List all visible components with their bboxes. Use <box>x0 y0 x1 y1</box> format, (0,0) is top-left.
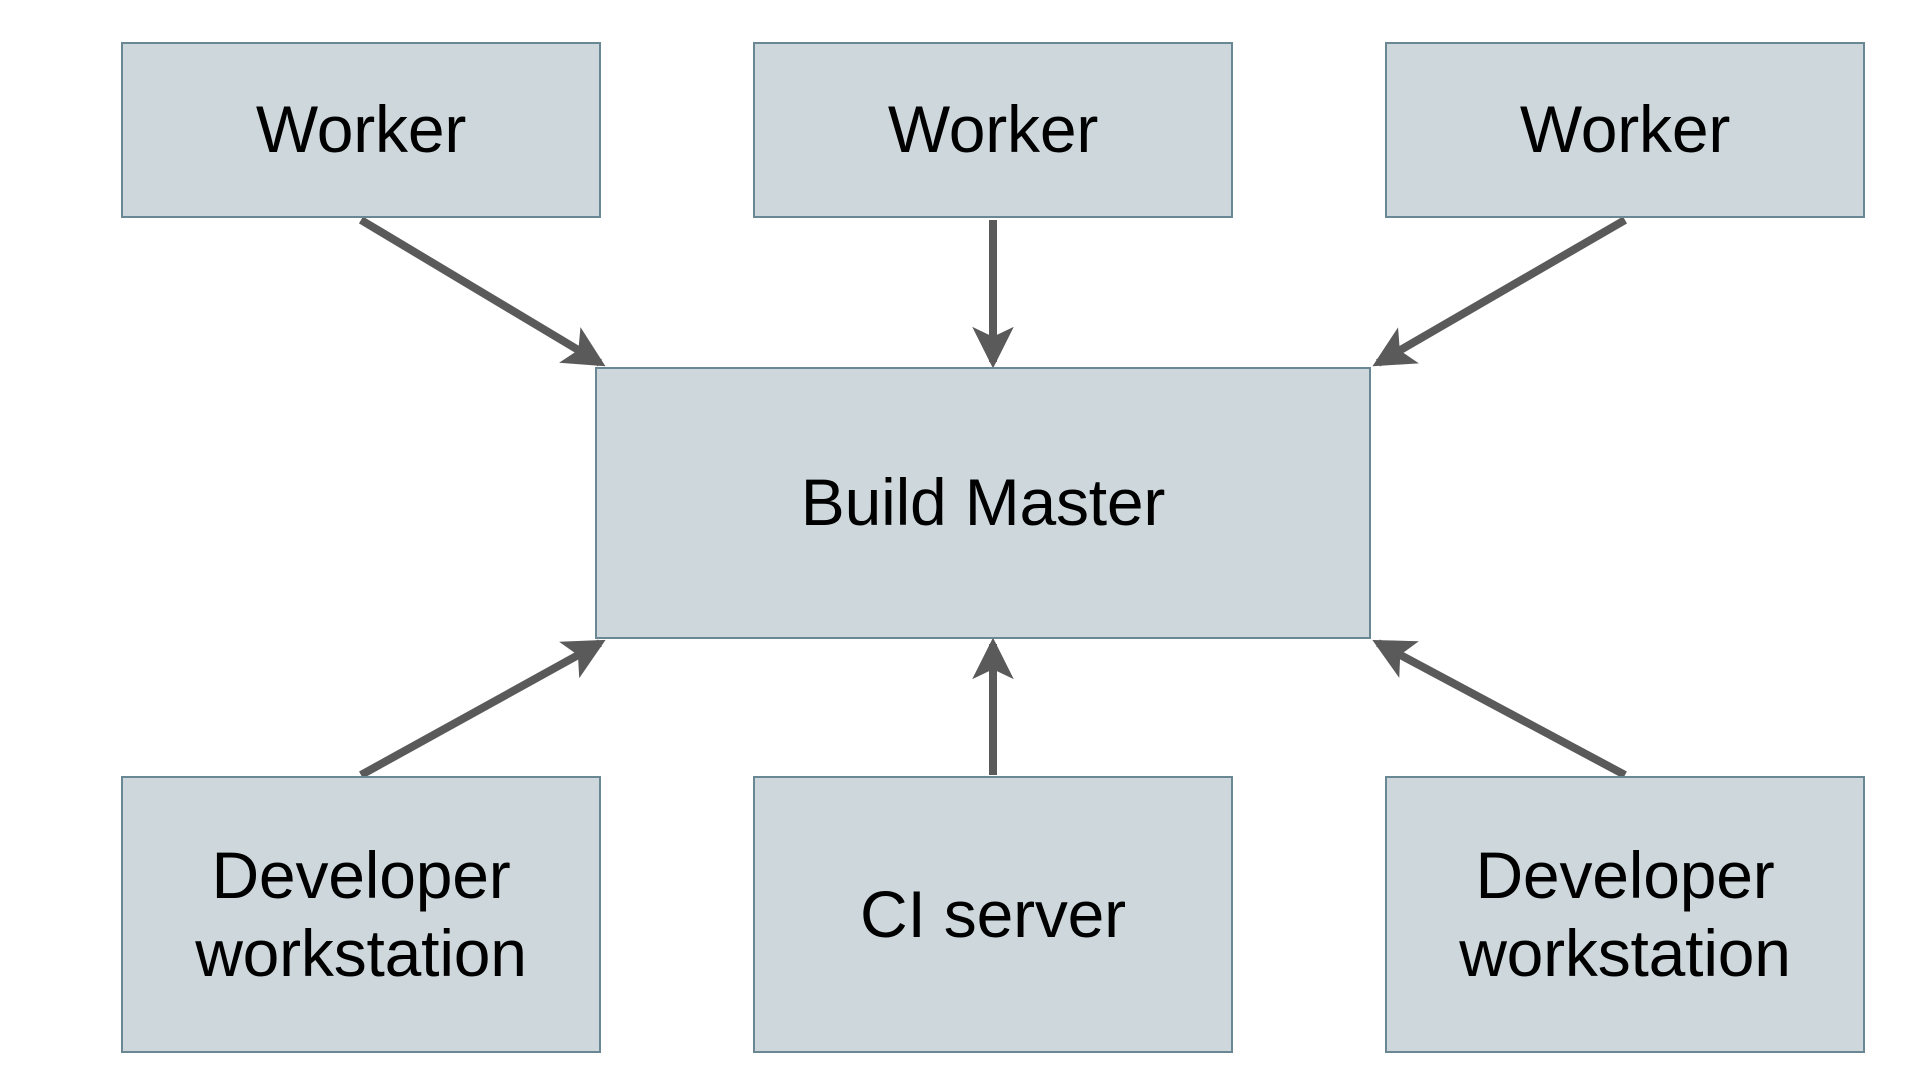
edge-dev-ws-left-to-build-master <box>359 639 606 779</box>
node-build-master[interactable]: Build Master <box>595 367 1371 639</box>
node-worker-3-label: Worker <box>1519 92 1731 167</box>
node-developer-workstation-left[interactable]: Developer workstation <box>121 776 601 1053</box>
edge-worker-1-to-build-master <box>358 216 606 367</box>
node-worker-1[interactable]: Worker <box>121 42 601 218</box>
node-ci-server[interactable]: CI server <box>753 776 1233 1053</box>
node-worker-3[interactable]: Worker <box>1385 42 1865 218</box>
node-worker-2[interactable]: Worker <box>753 42 1233 218</box>
node-developer-workstation-left-label: Developer workstation <box>195 837 527 990</box>
edge-worker-3-to-build-master <box>1372 216 1628 367</box>
edge-dev-ws-right-to-build-master <box>1372 639 1627 779</box>
node-ci-server-label: CI server <box>860 876 1126 951</box>
node-worker-2-label: Worker <box>887 92 1099 167</box>
node-developer-workstation-right[interactable]: Developer workstation <box>1385 776 1865 1053</box>
node-developer-workstation-right-label: Developer workstation <box>1459 837 1791 990</box>
node-build-master-label: Build Master <box>800 465 1166 540</box>
node-worker-1-label: Worker <box>255 92 467 167</box>
